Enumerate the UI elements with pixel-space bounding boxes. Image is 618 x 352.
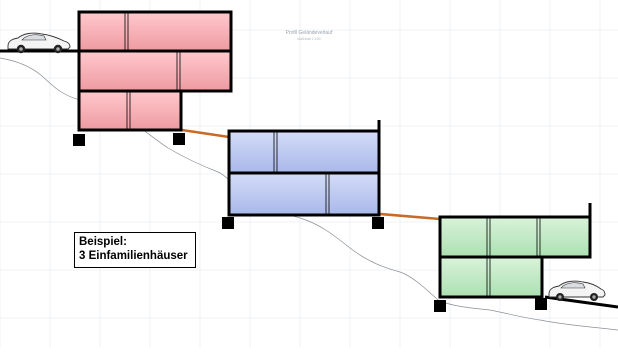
house-3-green [434, 203, 592, 312]
house-2-blue [222, 120, 384, 229]
foundation-2a [222, 217, 234, 229]
drawing-title: Profil Geländeverlauf [285, 30, 333, 36]
car-icon-right [548, 280, 606, 301]
drawing-subtitle: Maßstab 1:100 [297, 37, 321, 41]
house-1-red [73, 10, 233, 146]
car-icon-left [7, 32, 71, 54]
connector-1 [181, 128, 230, 139]
foundation-1b [173, 133, 185, 145]
example-label-box: Beispiel: 3 Einfamilienhäuser [74, 232, 196, 268]
example-label-line2: 3 Einfamilienhäuser [79, 249, 188, 262]
foundation-1a [73, 134, 85, 146]
connector-2 [379, 212, 441, 221]
example-label-line1: Beispiel: [79, 236, 127, 248]
street-right [544, 295, 618, 309]
foundation-2b [372, 217, 384, 229]
foundation-3b [535, 298, 547, 310]
foundation-3a [434, 300, 446, 312]
